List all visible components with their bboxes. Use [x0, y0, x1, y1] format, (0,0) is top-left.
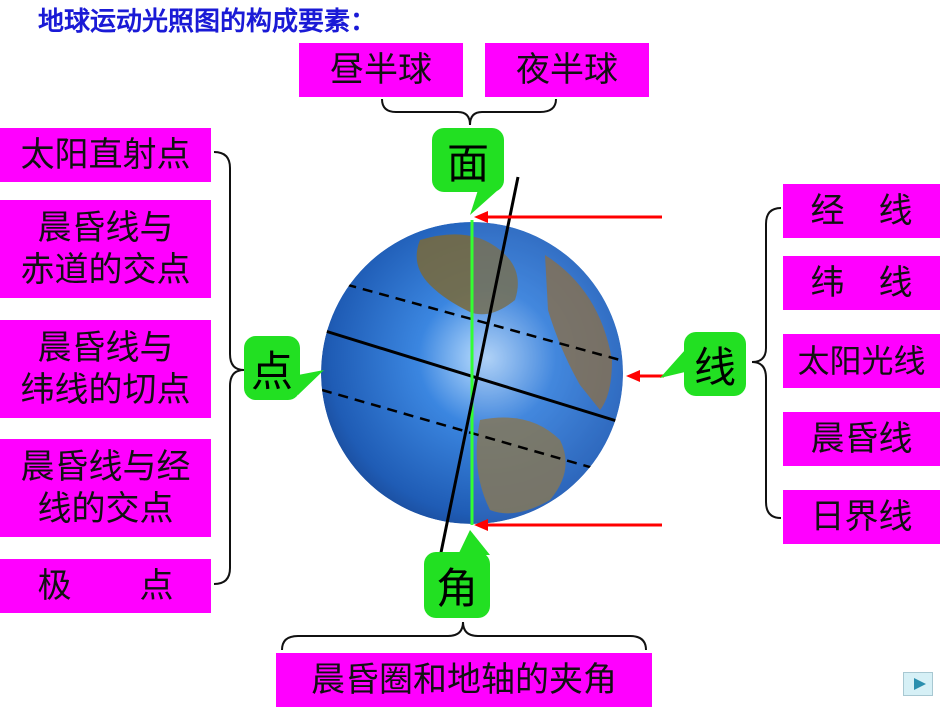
- point-label-direct-sun-point: 太阳直射点: [0, 128, 211, 182]
- line-label-meridian: 经 线: [783, 184, 940, 238]
- callout-line: 线: [684, 332, 746, 396]
- right-bracket: [751, 207, 782, 519]
- top-bracket: [381, 98, 557, 126]
- point-label-pole: 极 点: [0, 559, 211, 613]
- left-bracket: [213, 151, 245, 585]
- callout-surface: 面: [432, 128, 504, 192]
- line-label-parallel: 纬 线: [783, 256, 940, 310]
- sun-ray-arrows: [474, 211, 664, 531]
- point-label-terminator-tangent: 晨昏线与 纬线的切点: [0, 320, 211, 418]
- line-label-date-line: 日界线: [783, 490, 940, 544]
- earth-axis: [435, 176, 520, 573]
- callout-point: 点: [244, 336, 300, 400]
- page-title: 地球运动光照图的构成要素：: [38, 7, 377, 37]
- next-slide-button[interactable]: [903, 672, 933, 696]
- point-label-terminator-equator: 晨昏线与 赤道的交点: [0, 200, 211, 298]
- line-label-sun-ray: 太阳光线: [783, 334, 940, 388]
- callout-angle: 角: [424, 552, 490, 618]
- day-hemisphere-label: 昼半球: [299, 43, 463, 97]
- night-hemisphere-label: 夜半球: [485, 43, 649, 97]
- line-label-terminator: 晨昏线: [783, 412, 940, 466]
- bottom-bracket: [281, 621, 647, 651]
- point-label-terminator-meridian: 晨昏线与经 线的交点: [0, 439, 211, 537]
- angle-label: 晨昏圈和地轴的夹角: [276, 653, 652, 707]
